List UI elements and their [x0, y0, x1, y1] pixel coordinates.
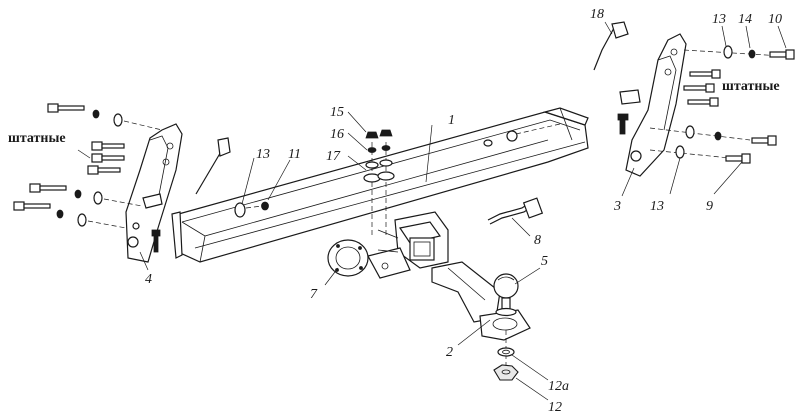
- label-11: 11: [288, 147, 301, 162]
- label-3: 3: [613, 199, 621, 214]
- crossbar-top-bolt: [483, 123, 561, 147]
- label-7: 7: [310, 287, 318, 302]
- label-4: 4: [145, 272, 152, 287]
- drawbar: [431, 261, 531, 346]
- socket-plate: [324, 239, 369, 286]
- label-15: 15: [330, 105, 344, 120]
- callout-labels: 1 2 3 4 5 7 8 9 10 11 12 12a 13 13 13 14…: [8, 7, 782, 415]
- label-17: 17: [326, 149, 341, 164]
- left-hook-rod: [195, 137, 231, 195]
- ball-fasteners: [493, 330, 549, 401]
- label-13-left: 13: [256, 147, 270, 162]
- label-1: 1: [448, 113, 455, 128]
- tow-ball: [493, 267, 541, 317]
- wiring-harness: [487, 197, 544, 237]
- left-bracket: [125, 123, 183, 271]
- label-5: 5: [541, 254, 548, 269]
- left-bolts: [13, 103, 163, 229]
- label-stock-right: штатные: [722, 79, 780, 94]
- label-8: 8: [534, 233, 541, 248]
- label-2: 2: [446, 345, 453, 360]
- label-stock-left: штатные: [8, 131, 66, 146]
- label-12: 12: [548, 400, 562, 415]
- crossbar: [171, 107, 589, 263]
- part-18-strap: [593, 21, 629, 71]
- label-16: 16: [330, 127, 344, 142]
- receiver-bracket: [367, 211, 449, 279]
- left-frame-fasteners: [234, 157, 291, 218]
- right-bolts: [649, 25, 795, 195]
- label-13-right-bottom: 13: [650, 199, 664, 214]
- label-10: 10: [768, 12, 782, 27]
- label-13-right-top: 13: [712, 12, 726, 27]
- label-12a: 12a: [548, 379, 569, 394]
- center-fasteners: [347, 111, 395, 238]
- label-9: 9: [706, 199, 713, 214]
- label-14: 14: [738, 12, 752, 27]
- right-bracket: [617, 33, 687, 197]
- label-18: 18: [590, 7, 604, 22]
